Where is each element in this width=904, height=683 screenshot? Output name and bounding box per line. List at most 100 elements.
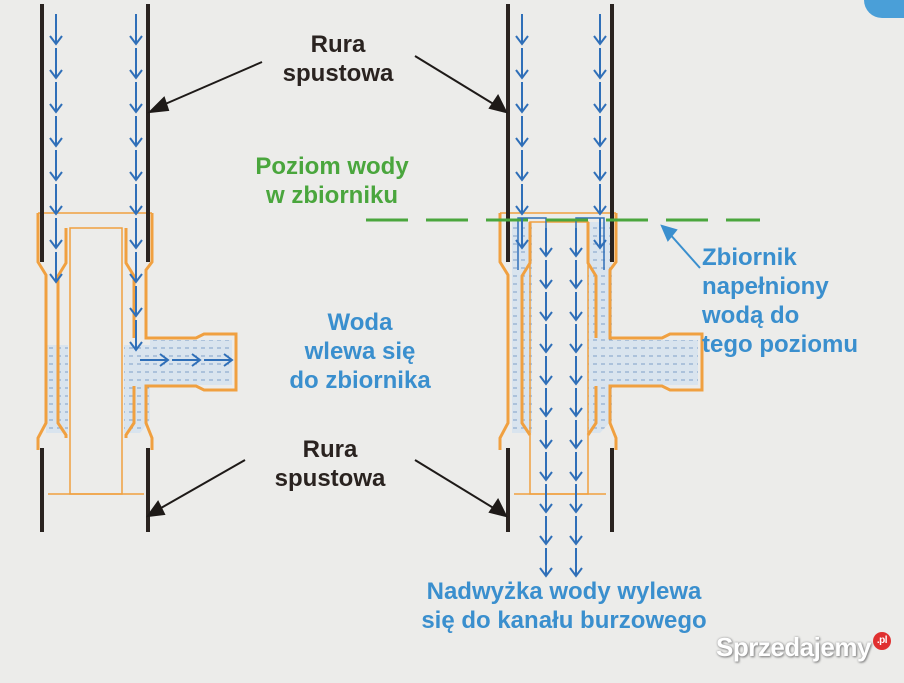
pointer-head-rura-top-left (147, 96, 170, 114)
flow-arrow-head (129, 137, 143, 148)
left-water-right (124, 340, 232, 433)
pointer-zbiornik (660, 224, 701, 269)
flow-arrow-head (49, 69, 63, 80)
flow-arrow-head (539, 439, 553, 450)
flow-arrow-head (515, 239, 529, 250)
label-poziom-line1: Poziom wody (255, 153, 409, 180)
flow-arrow-head (593, 171, 607, 182)
pointer-lines (145, 55, 508, 518)
flow-arrow-head (129, 171, 143, 182)
watermark-text: Sprzedajemy (716, 632, 871, 662)
flow-arrow-head (569, 407, 583, 418)
flow-arrow-head (129, 273, 143, 284)
flow-arrow-head (515, 137, 529, 148)
flow-arrow-head (49, 205, 63, 216)
flow-arrow-head (49, 137, 63, 148)
label-nadwyzka-line1: Nadwyżka wody wylewa (426, 578, 702, 605)
flow-arrow-head (593, 69, 607, 80)
label-rura-bottom-line2: spustowa (274, 465, 386, 492)
flow-arrow-head (539, 311, 553, 322)
pointer-head-rura-bottom-left (145, 500, 166, 518)
flow-arrow-head (129, 341, 143, 352)
flow-arrow-head (49, 239, 63, 250)
label-zbiornik: Zbiornik napełniony wodą do tego poziomu (702, 243, 898, 359)
label-poziom-line2: w zbiorniku (266, 182, 398, 209)
flow-arrow-head (515, 103, 529, 114)
right-inner-pipe (529, 221, 589, 495)
label-woda-line1: Woda (327, 309, 393, 336)
flow-arrow-head (569, 503, 583, 514)
flow-arrow-head (129, 307, 143, 318)
right-fitting (498, 213, 704, 450)
flow-arrow-head (539, 343, 553, 354)
watermark-suffix: .pl (872, 632, 891, 650)
flow-arrow-head (129, 205, 143, 216)
flow-arrow-head (49, 171, 63, 182)
label-woda-line3: do zbiornika (289, 367, 431, 394)
pointer-rura-top-left (155, 61, 263, 109)
label-zbiornik-line1: Zbiornik (702, 244, 797, 271)
label-rura-bottom: Rura spustowa (255, 435, 405, 493)
right-water-right (588, 222, 698, 433)
flow-arrow-head (539, 407, 553, 418)
flow-arrow-head (539, 471, 553, 482)
flow-arrow-head (539, 567, 553, 578)
pointer-rura-bottom-right (414, 459, 501, 513)
flow-arrow-head (539, 279, 553, 290)
flow-arrow-head (49, 273, 63, 284)
flow-arrow-head (569, 471, 583, 482)
label-zbiornik-line2: napełniony (702, 273, 829, 300)
left-assembly (36, 4, 238, 532)
flow-arrow-head (569, 567, 583, 578)
pointer-rura-bottom-left (153, 459, 246, 513)
flow-arrows (49, 14, 607, 578)
flow-arrow-head (539, 247, 553, 258)
flow-arrow-head (593, 137, 607, 148)
flow-arrow-head (539, 503, 553, 514)
flow-arrow-head (515, 171, 529, 182)
flow-arrow-head (159, 353, 170, 367)
flow-arrow-head (129, 35, 143, 46)
flow-arrow-head (539, 535, 553, 546)
flow-arrow-head (223, 353, 234, 367)
flow-arrow-head (515, 205, 529, 216)
watermark-logo: Sprzedajemy.pl (716, 632, 891, 663)
label-rura-top: Rura spustowa (263, 30, 413, 88)
label-woda-line2: wlewa się (304, 338, 416, 365)
flow-arrow-head (569, 439, 583, 450)
flow-arrow-head (129, 103, 143, 114)
pointer-head-rura-bottom-right (488, 498, 508, 518)
right-assembly (498, 4, 704, 532)
flow-arrow-head (569, 343, 583, 354)
label-poziom-wody: Poziom wody w zbiorniku (232, 152, 432, 210)
flow-arrow-head (129, 239, 143, 250)
flow-arrow-head (569, 247, 583, 258)
label-nadwyzka: Nadwyżka wody wylewa się do kanału burzo… (374, 577, 754, 635)
label-rura-top-line2: spustowa (282, 60, 394, 87)
pointer-head-rura-top-right (488, 94, 508, 114)
flow-arrow-head (515, 35, 529, 46)
flow-arrow-head (593, 103, 607, 114)
flow-arrow-head (49, 35, 63, 46)
flow-arrow-head (593, 35, 607, 46)
label-zbiornik-line4: tego poziomu (702, 331, 858, 358)
label-nadwyzka-line2: się do kanału burzowego (421, 607, 707, 634)
flow-arrow-head (539, 375, 553, 386)
flow-arrow-head (569, 535, 583, 546)
corner-decoration (864, 0, 904, 18)
flow-arrow-head (569, 311, 583, 322)
left-fitting (36, 213, 238, 450)
left-inner-pipe (69, 227, 123, 495)
flow-arrow-head (569, 279, 583, 290)
flow-arrow-head (515, 69, 529, 80)
flow-arrow-head (593, 239, 607, 250)
pointer-rura-top-right (414, 55, 501, 109)
label-zbiornik-line3: wodą do (702, 302, 800, 329)
flow-arrow-head (593, 205, 607, 216)
flow-arrow-head (191, 353, 202, 367)
flow-arrow-head (569, 375, 583, 386)
label-rura-top-line1: Rura (310, 31, 366, 58)
flow-arrow-head (129, 69, 143, 80)
label-woda-wlewa: Woda wlewa się do zbiornika (270, 308, 450, 395)
